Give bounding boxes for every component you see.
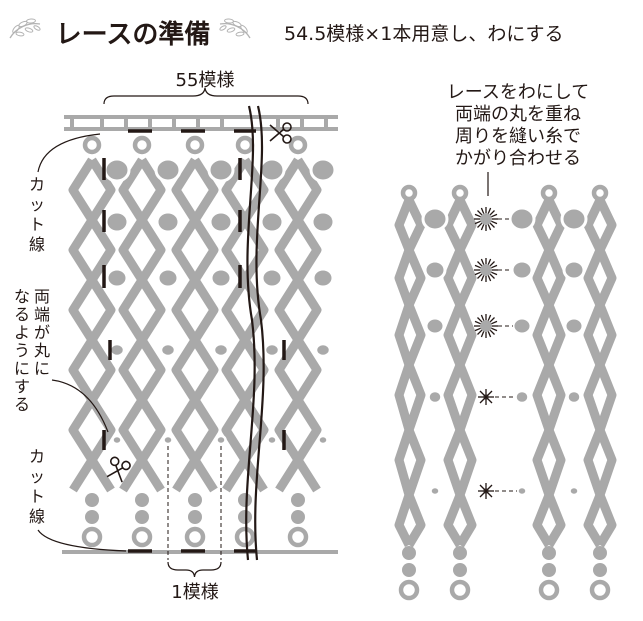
section-title: レースの準備 xyxy=(56,19,211,50)
svg-text:両: 両 xyxy=(34,287,50,306)
one-pattern-label: 1模様 xyxy=(171,582,218,603)
top-brace xyxy=(103,87,309,105)
svg-text:が: が xyxy=(34,323,50,342)
joining-note: レースをわにして 両端の丸を重ね 周りを縫い糸で かがり合わせる xyxy=(447,82,590,169)
svg-text:よ: よ xyxy=(14,323,30,342)
scissors-top-icon xyxy=(269,122,292,144)
cut-marks xyxy=(102,129,286,553)
svg-text:な: な xyxy=(14,287,30,306)
svg-text:ト: ト xyxy=(29,215,45,234)
right-lace-diagram: レースをわにして 両端の丸を重ね 周りを縫い糸で かがり合わせる xyxy=(394,82,617,601)
top-pattern-count-label: 55模様 xyxy=(176,70,235,91)
svg-text:カ: カ xyxy=(29,175,45,194)
break-lines xyxy=(245,105,265,561)
one-pattern-guide xyxy=(167,446,222,578)
svg-text:周りを縫い糸で: 周りを縫い糸で xyxy=(455,126,581,147)
cut-line-leader-top xyxy=(37,133,101,173)
svg-text:両端の丸を重ね: 両端の丸を重ね xyxy=(455,104,581,125)
svg-text:に: に xyxy=(14,359,30,378)
lace-lattice xyxy=(68,135,337,548)
top-rail xyxy=(64,115,338,131)
svg-text:かがり合わせる: かがり合わせる xyxy=(455,148,581,169)
svg-text:丸: 丸 xyxy=(34,341,50,360)
round-ends-leader xyxy=(51,379,109,433)
svg-text:る: る xyxy=(14,305,30,324)
svg-text:う: う xyxy=(14,341,30,360)
header: レースの準備 54.5模様×1本用意し、わにする xyxy=(9,17,564,50)
cut-line-label-bottom: カ ッ ト 線 xyxy=(29,447,45,526)
cut-line-label-top: カ ッ ト 線 xyxy=(29,175,45,254)
svg-text:ッ: ッ xyxy=(29,467,45,486)
instruction-text: 54.5模様×1本用意し、わにする xyxy=(284,23,564,45)
round-ends-label: 両 端 が 丸 に な る よ う に す る xyxy=(14,287,50,414)
svg-text:レースをわにして: レースをわにして xyxy=(447,82,590,103)
svg-text:線: 線 xyxy=(29,235,45,254)
svg-text:カ: カ xyxy=(29,447,45,466)
stitched-joins xyxy=(473,206,517,500)
svg-text:ト: ト xyxy=(29,487,45,506)
left-lace-diagram: 55模様 xyxy=(14,70,338,603)
leaf-ornament-right-icon xyxy=(218,17,251,39)
svg-text:ッ: ッ xyxy=(29,195,45,214)
svg-text:端: 端 xyxy=(34,305,50,324)
leaf-ornament-left-icon xyxy=(9,17,42,39)
svg-text:線: 線 xyxy=(29,507,45,526)
svg-text:に: に xyxy=(34,359,50,378)
cut-line-leader-bottom xyxy=(37,529,127,552)
svg-text:る: る xyxy=(14,395,30,414)
svg-text:す: す xyxy=(14,377,30,396)
joined-lace-lattice xyxy=(394,184,617,601)
